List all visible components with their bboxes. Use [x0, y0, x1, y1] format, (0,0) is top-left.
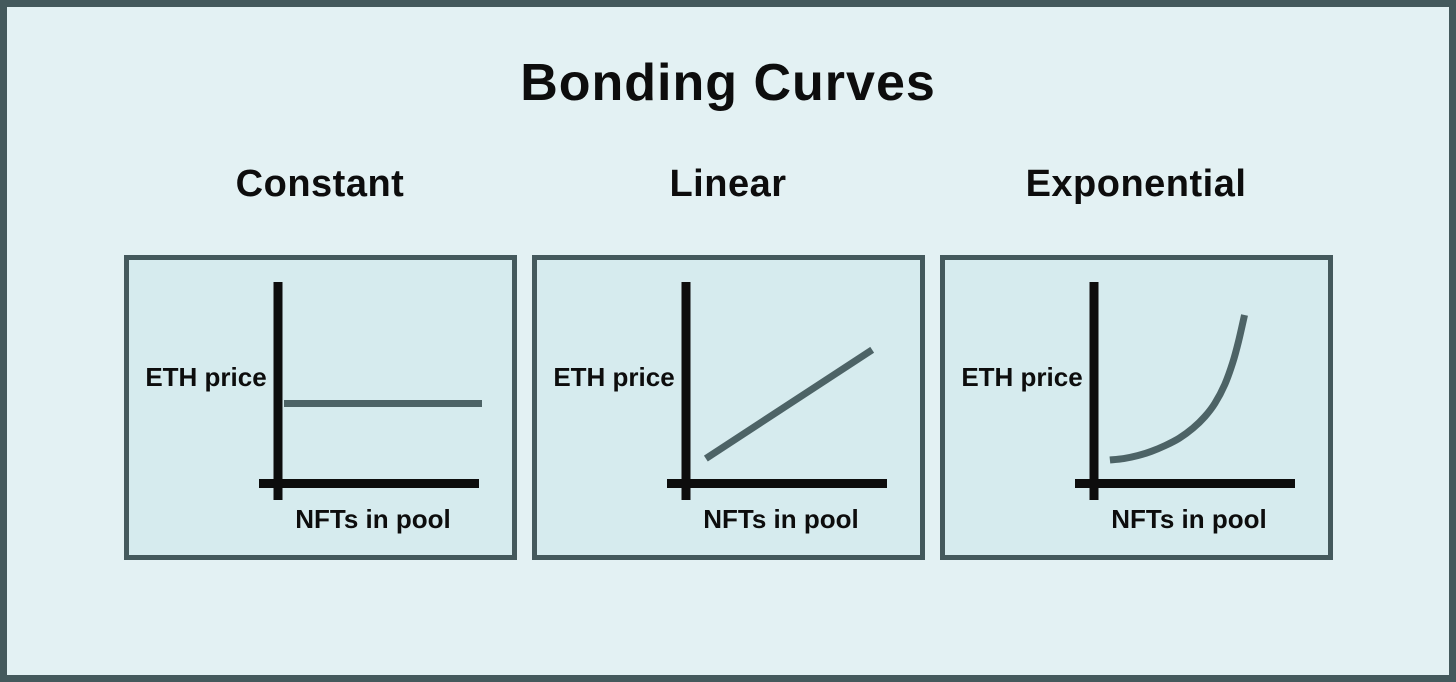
chart-title-constant: Constant: [235, 163, 405, 205]
x-axis-label: NFTs in pool: [295, 504, 451, 534]
chart-title-linear: Linear: [669, 163, 787, 205]
chart-svg-constant: ETH price NFTs in pool: [145, 282, 482, 534]
chart-box-exponential: ETH price NFTs in pool: [939, 255, 1333, 560]
panel-linear: Linear ETH price NFTs in pool: [531, 163, 925, 560]
y-axis-label: ETH price: [145, 362, 266, 392]
chart-columns: Constant ETH price NFTs in pool Linear E…: [7, 165, 1449, 560]
chart-box-constant: ETH price NFTs in pool: [123, 255, 517, 560]
chart-svg-linear: ETH price NFTs in pool: [553, 282, 887, 534]
y-axis-label: ETH price: [961, 362, 1082, 392]
panel-constant: Constant ETH price NFTs in pool: [123, 163, 517, 560]
chart-title-exponential: Exponential: [1025, 163, 1247, 205]
chart-svg-exponential: ETH price NFTs in pool: [961, 282, 1295, 534]
x-axis-label: NFTs in pool: [703, 504, 859, 534]
page-title: Bonding Curves: [520, 54, 936, 112]
y-axis-label: ETH price: [553, 362, 674, 392]
curve-linear: [703, 346, 874, 462]
panel-exponential: Exponential ETH price NFTs in pool: [939, 163, 1333, 560]
chart-box-linear: ETH price NFTs in pool: [531, 255, 925, 560]
curve-exponential: [1109, 314, 1248, 464]
x-axis-label: NFTs in pool: [1111, 504, 1267, 534]
